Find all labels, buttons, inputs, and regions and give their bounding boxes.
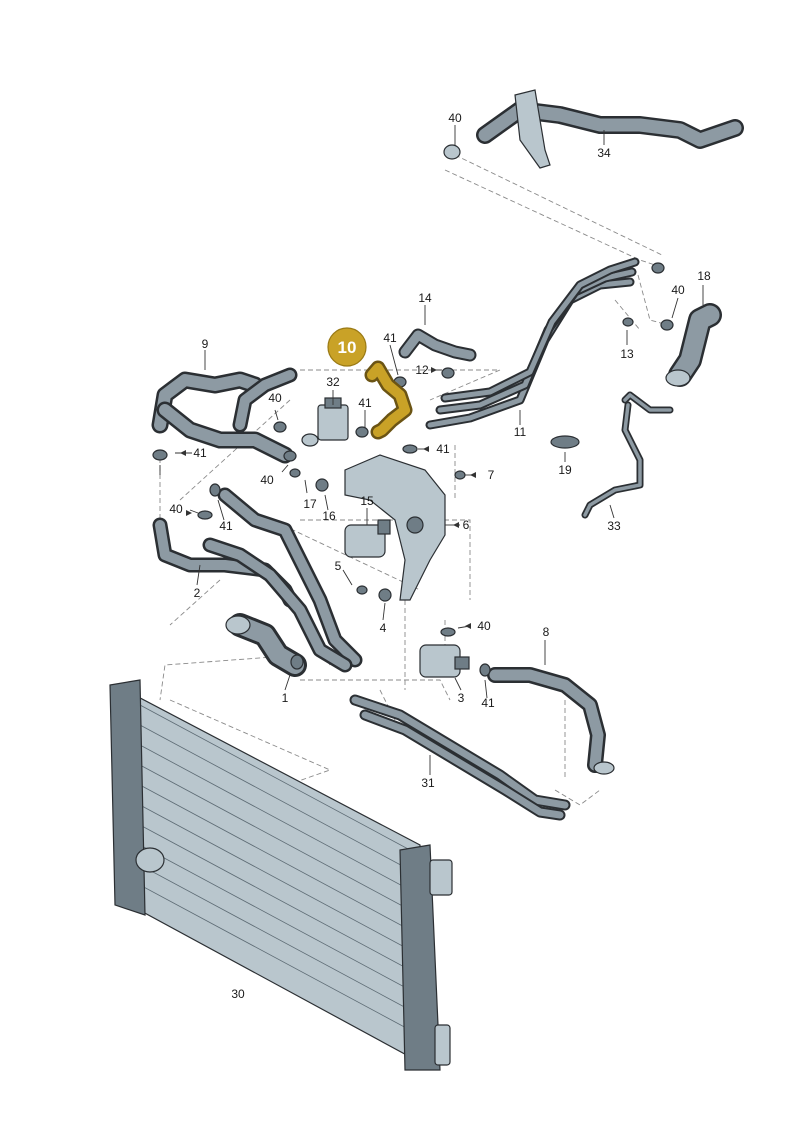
callout-40: 40	[477, 619, 491, 633]
part-9-hose	[151, 367, 298, 464]
part-8-hose	[487, 667, 615, 775]
callout-labels: 40 34 18 40 14 41 13 9 12 32 40 41 11 41…	[169, 111, 711, 1001]
part-2-hose	[152, 487, 363, 673]
callout-33: 33	[607, 519, 621, 533]
callout-5: 5	[335, 559, 342, 573]
callout-16: 16	[322, 509, 336, 523]
callout-40: 40	[260, 473, 274, 487]
part-10-hose-highlighted	[364, 360, 413, 440]
callout-8: 8	[543, 625, 550, 639]
callout-7: 7	[488, 468, 495, 482]
part-6-bracket	[344, 454, 446, 601]
callout-11: 11	[514, 425, 527, 439]
callout-14: 14	[418, 291, 432, 305]
part-32-valve	[301, 397, 349, 447]
callout-41: 41	[436, 442, 450, 456]
callout-40: 40	[448, 111, 462, 125]
part-1-hose	[225, 613, 307, 677]
callout-40: 40	[268, 391, 282, 405]
callout-41: 41	[193, 446, 207, 460]
callout-41: 41	[219, 519, 233, 533]
callout-3: 3	[458, 691, 465, 705]
callout-17: 17	[303, 497, 317, 511]
arrows	[180, 367, 476, 629]
callout-1: 1	[282, 691, 289, 705]
callout-12: 12	[415, 363, 429, 377]
callout-41: 41	[358, 396, 372, 410]
callout-34: 34	[597, 146, 611, 160]
callout-15: 15	[360, 494, 374, 508]
callout-9: 9	[202, 337, 209, 351]
callout-6: 6	[463, 518, 470, 532]
callout-40: 40	[671, 283, 685, 297]
callout-31: 31	[421, 776, 435, 790]
part-33-pipe	[581, 391, 674, 519]
callout-2: 2	[194, 586, 201, 600]
callout-32: 32	[326, 375, 340, 389]
callout-41: 41	[481, 696, 495, 710]
callout-13: 13	[620, 347, 634, 361]
fasteners	[152, 262, 674, 677]
part-31-pipe	[349, 694, 571, 821]
part-18-hose	[665, 303, 722, 387]
part-30-radiator	[109, 679, 453, 1071]
callout-40: 40	[169, 502, 183, 516]
highlight-badge: 10	[327, 327, 367, 367]
part-15-pump	[344, 519, 391, 558]
callout-19: 19	[558, 463, 572, 477]
part-34-pipe	[443, 89, 744, 169]
callout-4: 4	[380, 621, 387, 635]
callout-30: 30	[231, 987, 245, 1001]
part-11-pipes	[425, 257, 640, 430]
highlight-badge-label: 10	[338, 338, 357, 357]
part-3-pump	[419, 644, 470, 678]
callout-18: 18	[697, 269, 711, 283]
part-14-hose	[398, 328, 477, 362]
part-19-cap	[550, 435, 580, 449]
callout-41: 41	[383, 331, 397, 345]
